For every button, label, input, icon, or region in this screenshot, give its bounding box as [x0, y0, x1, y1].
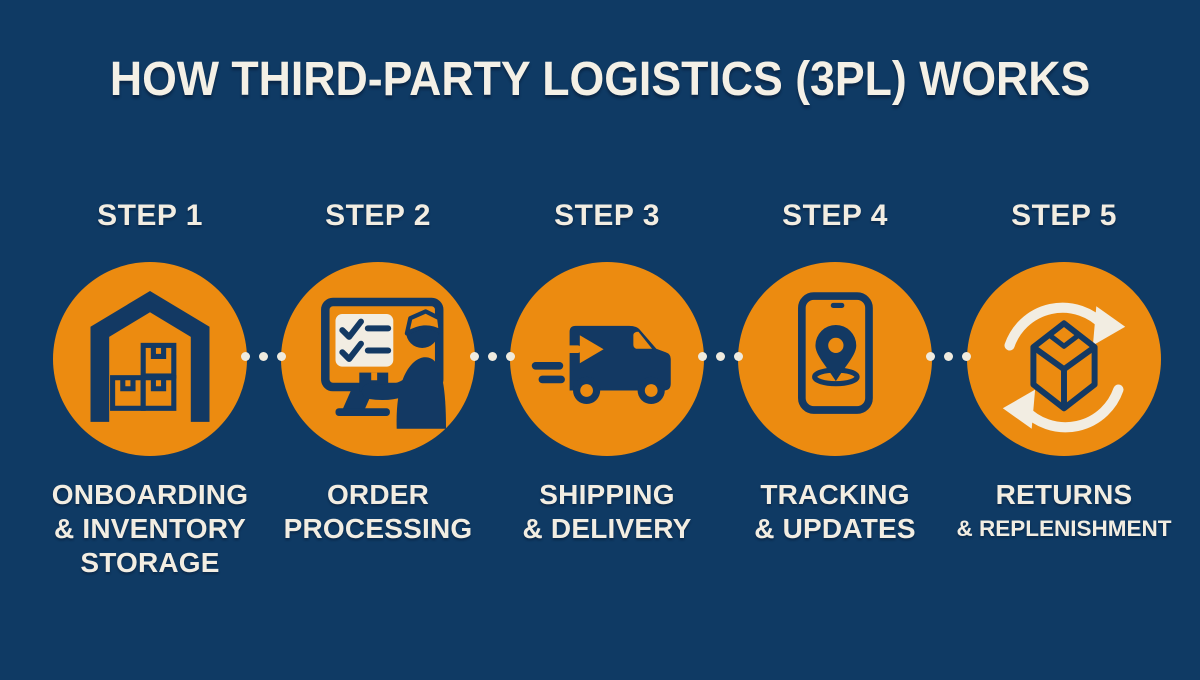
- connector-dots-1: [241, 352, 286, 361]
- dot: [241, 352, 250, 361]
- step-1-label: STEP 1: [97, 199, 203, 232]
- step-3-desc-line: & DELIVERY: [522, 513, 692, 544]
- step-2-label: STEP 2: [325, 199, 431, 232]
- step-5-label: STEP 5: [1011, 199, 1117, 232]
- page-title: HOW THIRD-PARTY LOGISTICS (3PL) WORKS: [0, 52, 1200, 107]
- step-3-description: SHIPPING & DELIVERY: [487, 478, 727, 546]
- page-title-text: HOW THIRD-PARTY LOGISTICS (3PL) WORKS: [109, 53, 1091, 106]
- step-4-desc-line: & UPDATES: [754, 513, 916, 544]
- connector-dots-2: [470, 352, 515, 361]
- step-4-desc-line: TRACKING: [760, 479, 910, 510]
- step-3-column: STEP 3 SHIPPING & DELIVERY: [487, 196, 727, 546]
- dot: [259, 352, 268, 361]
- step-3-circle: [510, 262, 704, 456]
- step-5-desc-line: RETURNS: [995, 479, 1133, 510]
- step-1-desc-line: & INVENTORY: [53, 513, 246, 544]
- step-1-desc-line: ONBOARDING: [51, 479, 249, 510]
- step-4-description: TRACKING & UPDATES: [715, 478, 955, 546]
- step-3-label: STEP 3: [554, 199, 660, 232]
- step-2-column: STEP 2 ORDER: [258, 196, 498, 546]
- dot: [470, 352, 479, 361]
- dot: [277, 352, 286, 361]
- returns-cycle-icon: [1002, 302, 1126, 433]
- step-2-desc-line: PROCESSING: [283, 513, 473, 544]
- step-1-circle: [53, 262, 247, 456]
- dot: [716, 352, 725, 361]
- step-5-description: RETURNS & REPLENISHMENT: [944, 478, 1184, 546]
- step-2-description: ORDER PROCESSING: [258, 478, 498, 546]
- step-3-desc-line: SHIPPING: [539, 479, 675, 510]
- tracking-phone-icon: [798, 292, 873, 414]
- step-1-description: ONBOARDING & INVENTORY STORAGE: [30, 478, 270, 580]
- step-5-circle: [967, 262, 1161, 456]
- dot: [962, 352, 971, 361]
- step-2-desc-line: ORDER: [326, 479, 430, 510]
- dot: [926, 352, 935, 361]
- step-5-desc-line: & REPLENISHMENT: [956, 516, 1172, 541]
- dot: [488, 352, 497, 361]
- step-4-column: STEP 4 TRACKING & UPDATES: [715, 196, 955, 546]
- warehouse-icon: [90, 291, 210, 422]
- dot: [734, 352, 743, 361]
- step-1-column: STEP 1 ONBOARDING & INVENTORY STORAGE: [30, 196, 270, 580]
- dot: [944, 352, 953, 361]
- step-4-label: STEP 4: [782, 199, 888, 232]
- connector-dots-4: [926, 352, 971, 361]
- step-1-desc-line: STORAGE: [80, 547, 220, 578]
- step-5-column: STEP 5 RETURNS & REPLENISHMENT: [944, 196, 1184, 546]
- dot: [506, 352, 515, 361]
- step-4-circle: [738, 262, 932, 456]
- shipping-truck-icon: [531, 325, 671, 405]
- order-processing-icon: [321, 297, 446, 429]
- dot: [698, 352, 707, 361]
- connector-dots-3: [698, 352, 743, 361]
- step-2-circle: [281, 262, 475, 456]
